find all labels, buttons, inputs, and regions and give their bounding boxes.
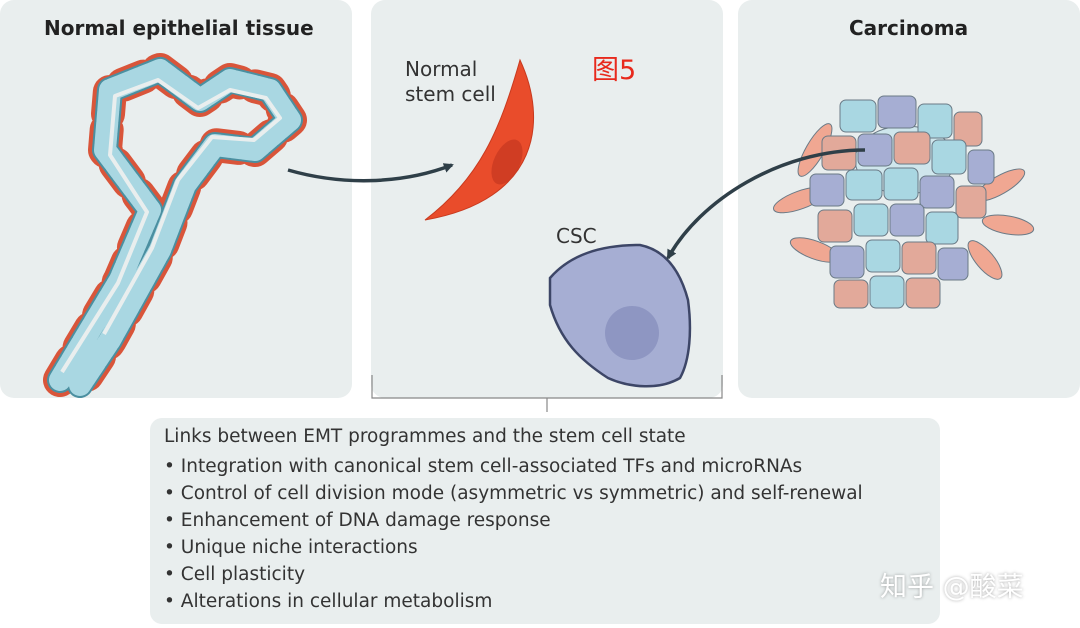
normal-stem-cell-label-line1: Normal <box>405 57 478 81</box>
normal-stem-cell-label-line2: stem cell <box>405 82 496 106</box>
arrow-carcinoma-to-csc <box>666 148 866 260</box>
summary-item: Alterations in cellular metabolism <box>164 588 863 615</box>
normal-stem-cell-label: Normal stem cell <box>405 57 496 107</box>
normal-tissue-title: Normal epithelial tissue <box>44 16 314 40</box>
csc-nucleus <box>605 306 659 360</box>
watermark: 知乎 @酸菜 <box>880 572 1024 603</box>
summary-list: Integration with canonical stem cell-ass… <box>164 453 863 615</box>
summary-item: Enhancement of DNA damage response <box>164 507 863 534</box>
stem-cell-nucleus <box>491 139 523 185</box>
summary-item: Cell plasticity <box>164 561 863 588</box>
arrow-tissue-to-stem-cell <box>287 163 454 183</box>
epithelial-duct-illustration <box>43 53 307 402</box>
summary-title: Links between EMT programmes and the ste… <box>164 426 686 447</box>
summary-item: Unique niche interactions <box>164 534 863 561</box>
bracket-connector <box>371 375 723 412</box>
carcinoma-cluster <box>773 95 1035 309</box>
figure-tag: 图5 <box>592 55 637 86</box>
summary-item: Control of cell division mode (asymmetri… <box>164 480 863 507</box>
carcinoma-title: Carcinoma <box>849 16 969 40</box>
summary-item: Integration with canonical stem cell-ass… <box>164 453 863 480</box>
csc-label: CSC <box>556 224 597 248</box>
